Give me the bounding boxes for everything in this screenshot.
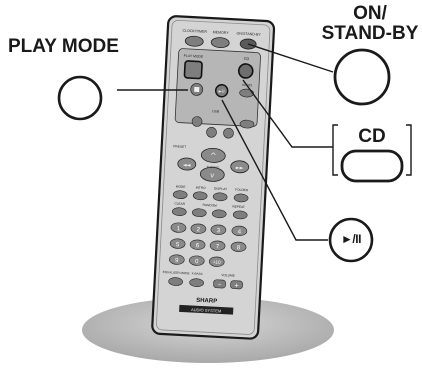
chevron-up-icon: ^ — [210, 151, 217, 160]
cd-callout-label: CD — [358, 126, 386, 147]
remote-label-volume: VOLUME — [221, 273, 235, 278]
remote-label-play-mode: PLAY MODE — [184, 54, 204, 59]
remote-label-clock-timer: CLOCK/TIMER — [182, 29, 207, 34]
on-standby-label-line1: ON/ — [353, 3, 387, 24]
number-key-2[interactable] — [190, 223, 207, 234]
number-key-2-label: 2 — [197, 227, 201, 233]
remote-folder-button[interactable] — [233, 193, 249, 203]
number-key-3-label: 3 — [217, 228, 221, 234]
on-standby-leader-line — [247, 43, 334, 73]
on-standby-label-line2: STAND-BY — [321, 22, 419, 44]
remote-random-button[interactable] — [191, 208, 207, 218]
number-key-8[interactable] — [230, 241, 247, 252]
remote-cd-button[interactable] — [237, 63, 254, 79]
remote-usb-record-button[interactable] — [191, 116, 203, 127]
remote-volume-up-button[interactable] — [230, 280, 243, 290]
remote-label-equalizer: EQUALIZER MODE — [163, 270, 190, 275]
remote-label-intro: INTRO — [196, 186, 207, 191]
on-standby-callout-label: ON/ STAND-BY — [318, 4, 422, 44]
number-key-7-label: 7 — [216, 244, 220, 250]
remote-nav-down-button[interactable] — [199, 166, 225, 182]
remote-volume-down-button[interactable] — [213, 279, 226, 289]
remote-usb-aux-button[interactable] — [239, 119, 255, 129]
number-key-0[interactable] — [188, 255, 205, 266]
remote-clear-button[interactable] — [172, 207, 187, 217]
play-pause-leader-line — [221, 99, 328, 241]
remote-label-xbass: X-BASS — [191, 271, 202, 276]
skip-forward-icon: ►► — [236, 165, 244, 171]
remote-bottom-row: EQUALIZER MODE X-BASS VOLUME – + — [163, 270, 243, 290]
remote-label-memory: MEMORY — [213, 30, 230, 35]
play-pause-icon: ►/II — [341, 232, 361, 246]
skip-back-icon: ◄◄ — [183, 162, 191, 168]
remote-play-pause-button[interactable] — [214, 84, 229, 98]
cd-bracket-left — [332, 124, 338, 176]
number-key-5-label: 5 — [176, 242, 180, 248]
remote-clear-row: CLEAR RANDOM REPEAT — [172, 201, 248, 220]
chevron-down-icon: v — [210, 171, 215, 179]
remote-label-preset: PRESET — [173, 144, 186, 149]
remote-control: CLOCK/TIMER MEMORY ON/STAND-BY PLAY MODE… — [151, 15, 276, 340]
remote-usb-play-button[interactable] — [223, 127, 234, 139]
remote-label-repeat: REPEAT — [232, 204, 245, 209]
number-key-9-label: 9 — [175, 258, 179, 264]
remote-model-label: AUDIO SYSTEM — [191, 307, 221, 314]
remote-number-keypad: 1 2 3 4 5 6 7 8 9 0 +10 — [168, 222, 248, 267]
remote-equalizer-button[interactable] — [168, 277, 183, 286]
plus-icon: + — [234, 282, 239, 289]
number-key-4-label: 4 — [237, 229, 241, 235]
number-key-6-label: 6 — [196, 243, 200, 249]
remote-repeat-b-button[interactable] — [232, 210, 248, 220]
remote-clock-timer-button[interactable] — [184, 35, 204, 47]
number-key-8-label: 8 — [237, 245, 241, 251]
remote-mode-button[interactable] — [172, 190, 188, 200]
remote-xbass-button[interactable] — [189, 278, 204, 288]
remote-repeat-a-button[interactable] — [211, 209, 227, 219]
stop-icon — [194, 86, 200, 93]
remote-label-random: RANDOM — [203, 203, 218, 208]
remote-skip-back-button[interactable] — [177, 157, 197, 171]
minus-icon: – — [218, 281, 221, 288]
remote-label-cd: CD — [244, 57, 250, 61]
number-key-1[interactable] — [170, 222, 187, 233]
remote-memory-button[interactable] — [210, 37, 230, 49]
play-mode-callout-circle — [57, 75, 103, 121]
number-key-5[interactable] — [169, 238, 186, 249]
remote-brand-logo: SHARP — [196, 298, 217, 305]
remote-skip-forward-button[interactable] — [230, 160, 250, 174]
remote-play-mode-button[interactable] — [183, 60, 203, 80]
number-key-3[interactable] — [210, 224, 227, 235]
remote-label-mode: MODE — [176, 184, 186, 188]
number-key-7[interactable] — [209, 240, 226, 251]
remote-inner-border — [156, 19, 271, 335]
remote-label-clear: CLEAR — [174, 201, 186, 206]
play-mode-callout-label: PLAY MODE — [8, 36, 119, 57]
number-key-1-label: 1 — [177, 226, 181, 232]
on-standby-callout-circle — [333, 48, 391, 106]
remote-usb-stop-button[interactable] — [206, 126, 217, 138]
remote-label-on-standby: ON/STAND-BY — [236, 31, 261, 36]
remote-mode-row: MODE INTRO DISPLAY FOLDER — [172, 184, 249, 203]
remote-label-folder: FOLDER — [235, 188, 249, 193]
number-key-plus10-label: +10 — [213, 260, 221, 265]
number-key-4[interactable] — [231, 225, 248, 236]
remote-intro-button[interactable] — [192, 191, 208, 201]
play-pause-callout-circle — [328, 217, 374, 263]
number-key-plus10[interactable] — [208, 256, 225, 267]
cd-leader-line — [242, 79, 333, 148]
play-pause-icon: ►II — [218, 89, 224, 95]
number-key-9[interactable] — [168, 254, 185, 265]
number-key-6[interactable] — [189, 239, 206, 250]
cd-callout-button — [340, 149, 404, 183]
remote-label-display: DISPLAY — [214, 186, 228, 191]
number-key-0-label: 0 — [195, 259, 199, 265]
remote-label-usb: USB — [212, 109, 220, 113]
remote-nav-up-button[interactable] — [200, 147, 226, 163]
remote-model-plate — [179, 304, 234, 315]
cd-bracket-right — [406, 124, 412, 176]
remote-display-button[interactable] — [212, 192, 228, 202]
